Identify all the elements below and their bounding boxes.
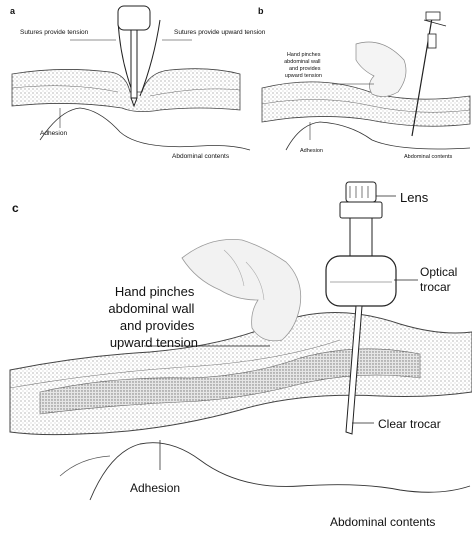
- panel-a-label-sutures-upward: Sutures provide upward tension: [174, 29, 266, 36]
- panel-a-label-sutures-tension: Sutures provide tension: [20, 29, 89, 36]
- panel-a-abdominal-wall: [12, 69, 240, 112]
- panel-c-label-lens: Lens: [400, 190, 429, 205]
- panel-c: c Lens: [10, 182, 472, 529]
- panel-b-label-hand-pinches: Hand pinches abdominal wall and provides…: [284, 52, 322, 79]
- panel-c-label-abdominal-contents: Abdominal contents: [330, 515, 435, 529]
- panel-c-label-optical-trocar: Optical trocar: [420, 265, 461, 294]
- panel-b-hand: [356, 42, 406, 97]
- panel-b-abdominal-wall: [262, 82, 470, 126]
- panel-c-hand: [182, 239, 301, 340]
- panel-a: a Sutures provide tension Sutures provid…: [10, 6, 266, 160]
- panel-b-label-abdominal-contents: Abdominal contents: [404, 154, 453, 160]
- panel-b-label-adhesion: Adhesion: [300, 148, 323, 154]
- panel-b-letter: b: [258, 6, 264, 16]
- panel-a-label-abdominal-contents: Abdominal contents: [172, 153, 230, 160]
- panel-a-adhesion-line: [40, 108, 250, 150]
- panel-a-letter: a: [10, 6, 16, 16]
- panel-a-label-adhesion: Adhesion: [40, 130, 67, 137]
- panel-c-letter: c: [12, 201, 19, 215]
- panel-c-label-clear-trocar: Clear trocar: [378, 417, 441, 431]
- panel-c-label-adhesion: Adhesion: [130, 481, 180, 495]
- panel-c-label-hand-pinches: Hand pinches abdominal wall and provides…: [108, 284, 198, 350]
- panel-b: b Hand pinches abdominal wall and provid…: [258, 6, 470, 160]
